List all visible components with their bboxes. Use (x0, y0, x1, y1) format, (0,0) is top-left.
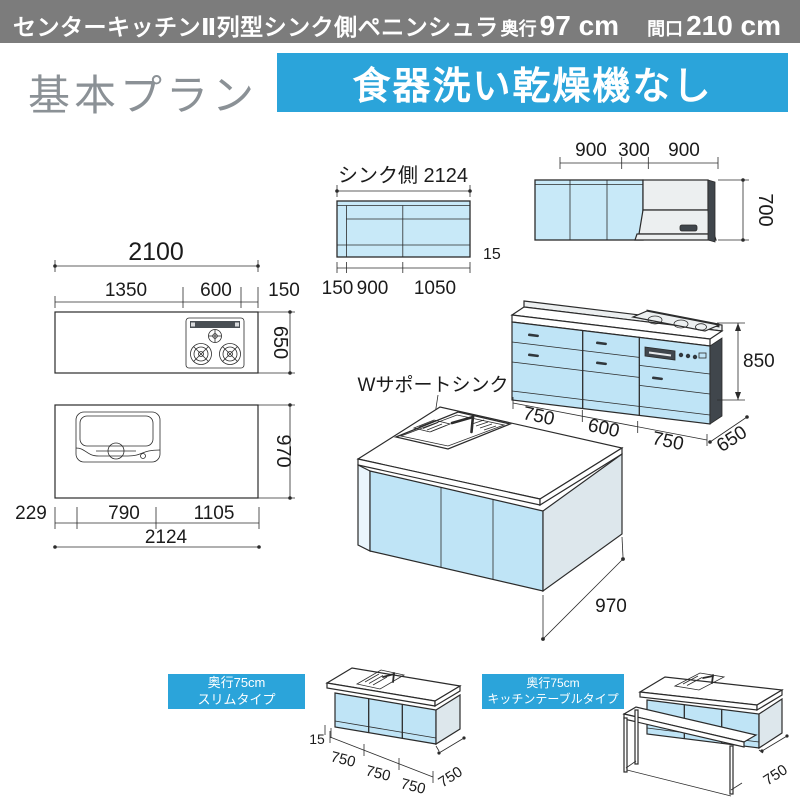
depth-dimension-line (258, 310, 295, 375)
dim-label: 15 (309, 731, 325, 747)
bottom-dimension-line (336, 262, 471, 273)
dim-label: 2100 (128, 238, 184, 266)
segment-dimension-line (54, 287, 259, 308)
range-hood (634, 179, 717, 243)
dim-label: 1050 (414, 278, 456, 299)
slim-type-badge: 奥行75cm スリムタイプ (168, 674, 305, 709)
dim-label: 750 (521, 403, 556, 430)
edge-dimension (324, 725, 332, 738)
plan-title: 基本プラン (28, 72, 259, 119)
dim-label: 2124 (145, 527, 188, 548)
dim-label: 650 (713, 422, 751, 457)
header-bar: センターキッチンⅡ列型シンク側ペニンシュラ 奥行 97 cm 間口 210 cm (0, 0, 800, 43)
dim-label: 600 (586, 415, 621, 442)
sink-side-label: シンク側 2124 (338, 164, 468, 187)
dim-label: 750 (650, 428, 685, 455)
width-label: 間口 (647, 19, 684, 39)
dim-label: 750 (329, 748, 357, 771)
depth-dimension-line (758, 734, 789, 754)
total-dimension-line (53, 545, 261, 549)
island-body (356, 406, 624, 593)
dim-label: 1350 (105, 280, 147, 301)
kitchen-table-type-badge: 奥行75cm キッチンテーブルタイプ (482, 674, 624, 709)
island-isometric-drawing: Wサポートシンク (356, 374, 627, 641)
width-value: 210 cm (686, 10, 782, 41)
stove-side-isometric-drawing: 850 750 600 750 650 (510, 300, 775, 457)
sink-top (673, 672, 726, 691)
cabinet-elevation (336, 200, 471, 258)
dim-label: 900 (668, 140, 700, 161)
badge-line: 奥行75cm (526, 675, 580, 690)
stove-counter-plan-drawing: 2100 1350 600 150 (53, 238, 300, 375)
no-dishwasher-banner: 食器洗い乾燥機なし (277, 53, 788, 112)
dining-table (622, 706, 758, 797)
dim-label: 900 (575, 140, 607, 161)
kitchen-table-type-isometric-drawing: 750 (622, 672, 791, 797)
end-panel (709, 337, 723, 425)
total-dimension-line (53, 260, 260, 272)
support-sink-label: Wサポートシンク (358, 374, 509, 396)
wall-cabinet-drawing: 900 300 900 700 (534, 140, 776, 243)
depth-dimension-line (708, 415, 749, 444)
dim-label: 850 (743, 351, 775, 372)
dim-label: 790 (108, 503, 140, 524)
dim-label: 150 (268, 280, 300, 301)
sink-plan (75, 411, 161, 463)
badge-line: スリムタイプ (197, 691, 276, 707)
sink-top (355, 669, 406, 690)
top-dimension-line (559, 157, 719, 169)
badge-line: 奥行75cm (207, 674, 266, 690)
dim-label: 229 (15, 503, 47, 524)
height-dimension-line (717, 322, 745, 401)
dim-label: 300 (618, 140, 650, 161)
badge-line: キッチンテーブルタイプ (487, 691, 619, 706)
depth-label: 奥行 (500, 19, 537, 39)
dim-label: 970 (595, 596, 627, 617)
segment-dimension-line (54, 507, 260, 529)
depth-dimension-line (258, 403, 295, 500)
dim-label: 600 (200, 280, 232, 301)
dim-label: 970 (272, 434, 294, 467)
depth-dimension-line (541, 536, 625, 641)
dim-label: 700 (754, 193, 776, 226)
height-dimension-line (718, 178, 749, 242)
oven-grill-panel (639, 346, 711, 395)
dim-label: 750 (760, 761, 790, 789)
top-dimension-line (335, 185, 472, 197)
gas-cooktop (185, 317, 245, 369)
dim-label: 750 (364, 762, 392, 785)
island-plan-drawing: 970 229 790 1105 2124 (15, 403, 295, 549)
dim-label: 750 (399, 775, 427, 798)
dim-label: 1105 (194, 503, 235, 524)
wall-cabinet-doors (534, 179, 644, 241)
depth-dimension-line (435, 736, 466, 755)
support-sink-top (393, 411, 513, 450)
slim-type-isometric-drawing: 15 750 750 750 750 (309, 667, 466, 798)
sink-side-elevation-drawing: シンク側 2124 15 150 900 1050 (322, 164, 501, 299)
dim-label: 150 (322, 278, 354, 299)
header-title: センターキッチンⅡ列型シンク側ペニンシュラ (13, 14, 499, 40)
dim-label: 15 (483, 246, 501, 263)
island-counter-outline (54, 404, 259, 499)
width-dimension-line (329, 731, 434, 783)
dim-label: 650 (269, 326, 291, 359)
width-dimension-line (512, 397, 708, 446)
depth-value: 97 cm (539, 10, 620, 41)
island-body (325, 667, 462, 746)
dim-label: 750 (435, 763, 465, 791)
cooktop-top (630, 309, 722, 332)
dim-label: 900 (357, 278, 389, 299)
